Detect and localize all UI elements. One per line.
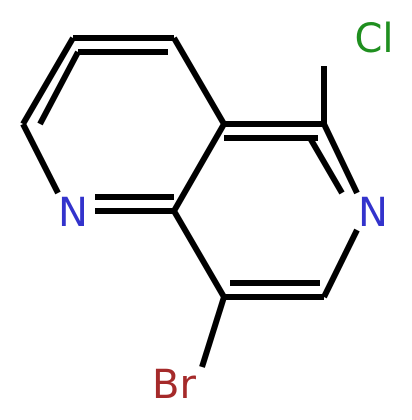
atom-label-cl: Cl xyxy=(354,16,393,62)
bond xyxy=(199,296,227,368)
bond xyxy=(37,50,81,126)
bond xyxy=(171,209,227,299)
atom-label-n-right: N xyxy=(358,190,388,236)
bond xyxy=(171,122,227,213)
bond xyxy=(321,122,360,195)
bond xyxy=(307,136,345,195)
bond xyxy=(20,36,76,126)
bond xyxy=(321,228,360,299)
bond xyxy=(20,122,61,195)
atom-label-n-left: N xyxy=(58,190,88,236)
bond-lines xyxy=(20,35,360,368)
atom-labels: N N Cl Br xyxy=(58,16,393,408)
atom-label-br: Br xyxy=(152,362,196,408)
bond xyxy=(171,36,227,126)
